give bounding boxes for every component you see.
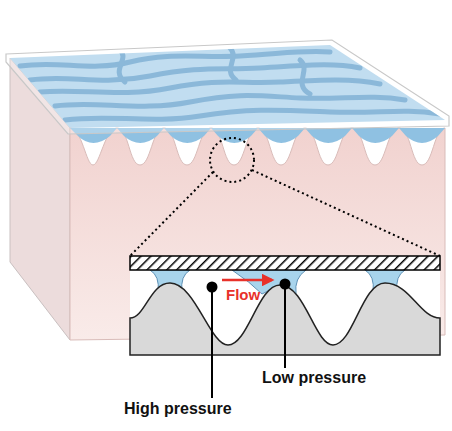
pressure-label: Low pressure [262, 369, 366, 387]
leader-line [211, 287, 213, 398]
flow-label: Flow [226, 286, 260, 303]
crest-fluid [352, 128, 399, 143]
leader-line [284, 284, 286, 368]
pressure-point [207, 282, 218, 293]
hatched-plate [130, 256, 440, 270]
zoom-line [252, 170, 440, 256]
pressure-point [280, 279, 291, 290]
glass-plate [6, 40, 449, 134]
crest-fluid [305, 128, 352, 143]
flow-arrow [222, 279, 272, 282]
crest-fluid [399, 128, 445, 143]
zoom-circle [210, 138, 254, 182]
pressure-label: High pressure [124, 400, 232, 418]
zoom-line [130, 172, 213, 256]
